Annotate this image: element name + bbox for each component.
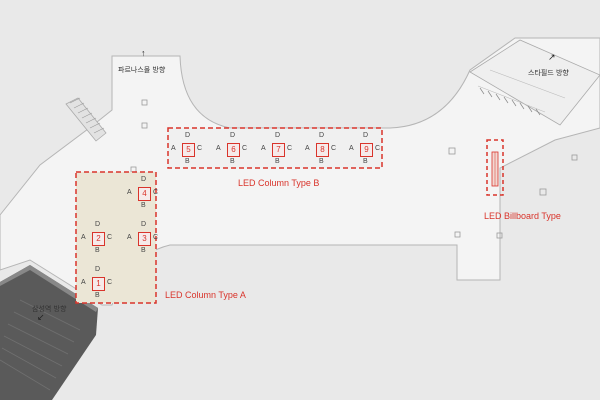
led-column[interactable]: D A 2 C B xyxy=(81,221,113,254)
zone-b-area xyxy=(167,127,383,169)
arrow-down-left-icon: ↙ xyxy=(37,312,45,322)
led-column[interactable]: D A 6 C B xyxy=(216,132,248,165)
zone-label-type-a: LED Column Type A xyxy=(165,290,246,300)
column-number: 8 xyxy=(316,143,329,157)
led-column[interactable]: D A 8 C B xyxy=(305,132,337,165)
led-column[interactable]: D A 5 C B xyxy=(171,132,203,165)
direction-label-top-right: 스타필드 방향 xyxy=(528,69,569,77)
led-column[interactable]: D A 3 C B xyxy=(127,221,159,254)
direction-label-top: 파르나스몰 방향 xyxy=(118,66,166,74)
column-number: 2 xyxy=(92,232,105,246)
column-number: 3 xyxy=(138,232,151,246)
led-column[interactable]: D A 7 C B xyxy=(261,132,293,165)
stairs-top-left xyxy=(65,97,107,142)
billboard-area xyxy=(486,139,504,196)
led-column[interactable]: D A 9 C B xyxy=(349,132,381,165)
column-number: 9 xyxy=(360,143,373,157)
pillars xyxy=(130,99,578,239)
zone-label-type-b: LED Column Type B xyxy=(238,178,320,188)
stairs-top-right xyxy=(469,39,600,126)
arrow-up-right-icon: ↗ xyxy=(548,52,556,62)
column-number: 4 xyxy=(138,187,151,201)
column-number: 1 xyxy=(92,277,105,291)
led-column[interactable]: D A 4 C B xyxy=(127,176,159,209)
column-number: 6 xyxy=(227,143,240,157)
direction-label-bottom-left: 삼성역 방향 xyxy=(32,305,67,313)
column-number: 7 xyxy=(272,143,285,157)
column-number: 5 xyxy=(182,143,195,157)
led-column[interactable]: D A 1 C B xyxy=(81,266,113,299)
zone-label-billboard: LED Billboard Type xyxy=(484,211,561,221)
arrow-up-icon: ↑ xyxy=(141,48,146,58)
stairs-bottom-left xyxy=(0,265,98,400)
